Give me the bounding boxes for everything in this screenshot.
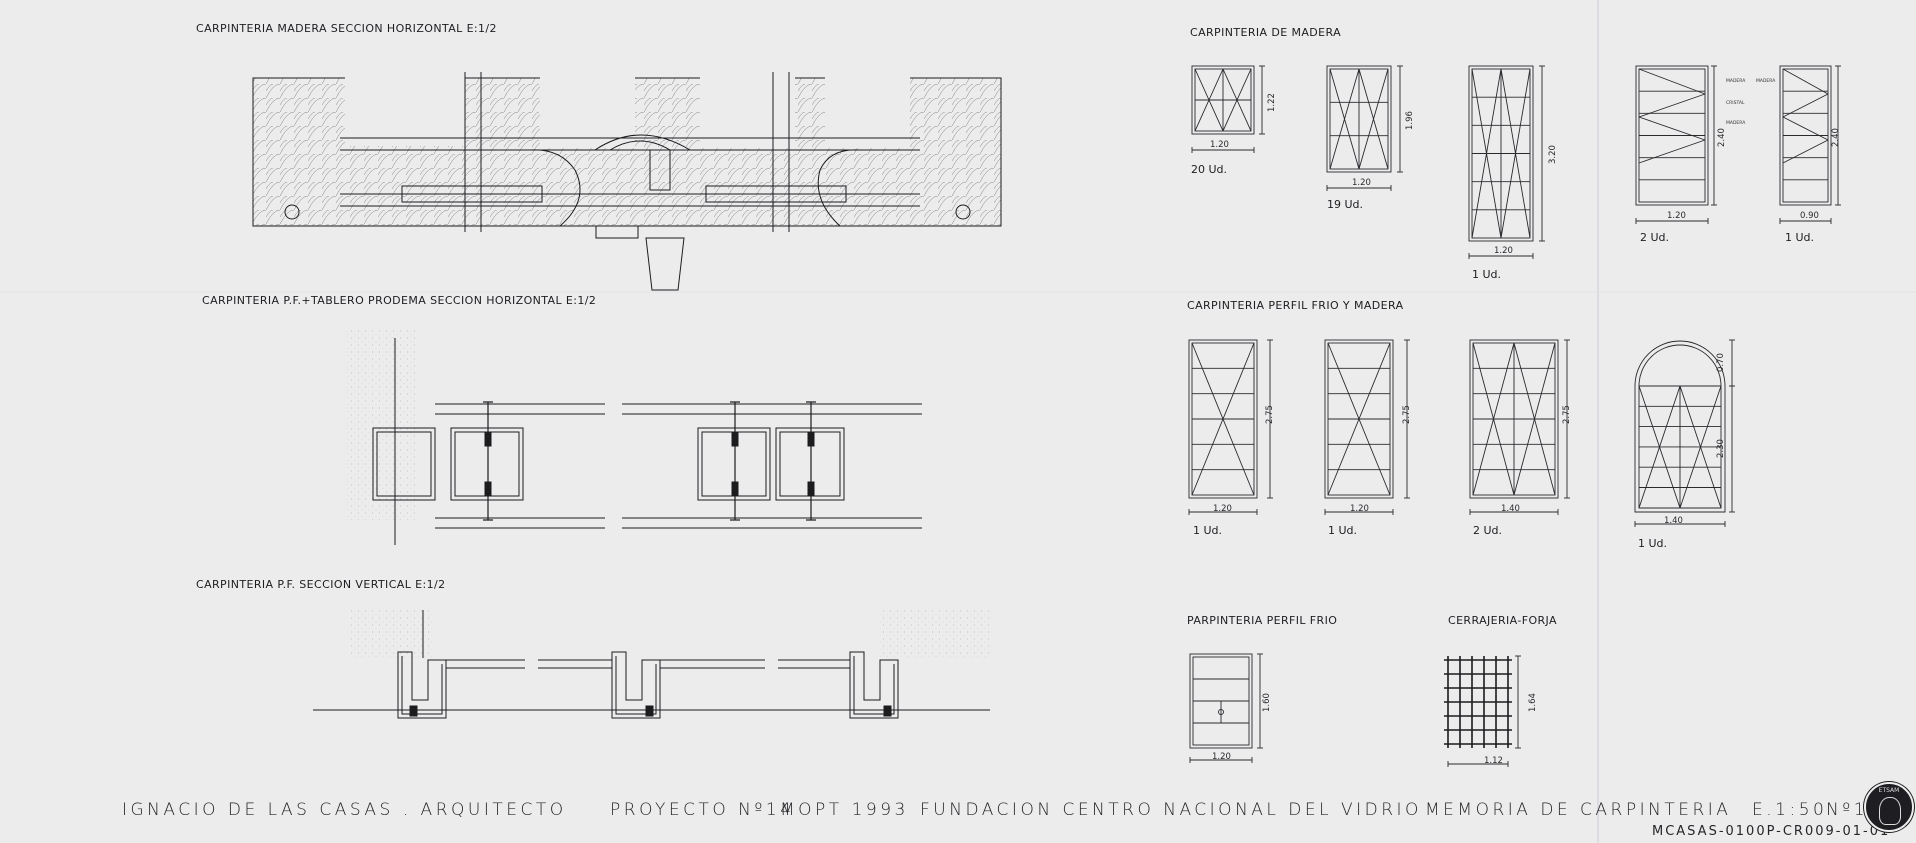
window-elevations: [1188, 65, 1841, 767]
material-note-4: MADERA: [1756, 79, 1776, 84]
pf-vertical-section: [313, 608, 990, 719]
forja-height: 1.64: [1528, 693, 1538, 712]
madera-5-width: 0.90: [1800, 211, 1819, 221]
madera-5-qty: 1 Ud.: [1785, 231, 1815, 244]
perfil-3-height: 2.75: [1562, 405, 1572, 424]
madera-1-width: 1.20: [1210, 140, 1229, 150]
madera-window-1: [1191, 65, 1255, 135]
madera-window-2: [1326, 65, 1392, 173]
forja-width: 1.12: [1484, 756, 1503, 766]
stamp-text: ETSAM: [1878, 787, 1900, 794]
madera-3-height: 3.20: [1548, 145, 1558, 164]
madera-2-width: 1.20: [1352, 178, 1371, 188]
section-title-pf-tablero: CARPINTERIA P.F.+TABLERO PRODEMA SECCION…: [202, 294, 597, 307]
madera-window-5: [1779, 65, 1832, 206]
perfil-4-height-top: 0.70: [1716, 353, 1726, 372]
madera-3-width: 1.20: [1494, 246, 1513, 256]
madera-4-qty: 2 Ud.: [1640, 231, 1670, 244]
title-scale: E.1:50: [1752, 800, 1828, 820]
section-title-carp-perfil-madera: CARPINTERIA PERFIL FRIO Y MADERA: [1187, 299, 1404, 312]
title-document: MEMORIA DE CARPINTERIA: [1425, 800, 1732, 820]
etsam-stamp: ETSAM: [1864, 782, 1914, 832]
perfil-3-width: 1.40: [1501, 504, 1520, 514]
perfil-window-2: [1324, 339, 1394, 499]
madera-4-width: 1.20: [1667, 211, 1686, 221]
perfil-1-height: 2.75: [1265, 405, 1275, 424]
perfil-1-qty: 1 Ud.: [1193, 524, 1223, 537]
madera-5-height: 2.40: [1831, 128, 1841, 147]
perfil-4-width: 1.40: [1664, 516, 1683, 526]
section-title-cerrajeria: CERRAJERIA-FORJA: [1448, 614, 1557, 627]
perfil-3-qty: 2 Ud.: [1473, 524, 1503, 537]
section-title-madera-horizontal: CARPINTERIA MADERA SECCION HORIZONTAL E:…: [196, 22, 497, 35]
perfil-4-qty: 1 Ud.: [1638, 537, 1668, 550]
title-architect: IGNACIO DE LAS CASAS . ARQUITECTO: [122, 800, 567, 820]
madera-2-height: 1.96: [1405, 111, 1415, 130]
document-code: MCASAS-0100P-CR009-01-01: [1652, 824, 1891, 839]
title-building: FUNDACION CENTRO NACIONAL DEL VIDRIO: [920, 800, 1422, 820]
perfil-2-qty: 1 Ud.: [1328, 524, 1358, 537]
madera-2-qty: 19 Ud.: [1327, 198, 1364, 211]
perfil-window-4: [1634, 340, 1726, 513]
perfil-frio-height: 1.60: [1262, 693, 1272, 712]
madera-1-height: 1.22: [1267, 93, 1277, 112]
madera-1-qty: 20 Ud.: [1191, 163, 1228, 176]
pf-tablero-section: [345, 330, 922, 545]
material-note-3: MADERA: [1726, 121, 1746, 126]
madera-window-3: [1468, 65, 1534, 242]
madera-horizontal-section: [252, 70, 1002, 291]
material-note-2: CRISTAL: [1726, 101, 1745, 106]
perfil-window-1: [1188, 339, 1258, 499]
material-note-1: MADERA: [1726, 79, 1746, 84]
perfil-4-height: 2.30: [1716, 439, 1726, 458]
perfil-1-width: 1.20: [1213, 504, 1232, 514]
madera-3-qty: 1 Ud.: [1472, 268, 1502, 281]
title-client: MOPT 1993: [780, 800, 909, 820]
perfil-frio-window: [1189, 653, 1253, 749]
perfil-2-height: 2.75: [1402, 405, 1412, 424]
madera-window-4: [1635, 65, 1709, 206]
perfil-frio-width: 1.20: [1212, 752, 1231, 762]
madera-4-height: 2.40: [1717, 128, 1727, 147]
section-title-carp-perfil-frio: PARPINTERIA PERFIL FRIO: [1187, 614, 1338, 627]
title-project: PROYECTO Nº14: [610, 800, 795, 820]
section-title-carp-madera: CARPINTERIA DE MADERA: [1190, 26, 1342, 39]
section-title-pf-vertical: CARPINTERIA P.F. SECCION VERTICAL E:1/2: [196, 578, 446, 591]
perfil-window-3: [1469, 339, 1559, 499]
perfil-2-width: 1.20: [1350, 504, 1369, 514]
